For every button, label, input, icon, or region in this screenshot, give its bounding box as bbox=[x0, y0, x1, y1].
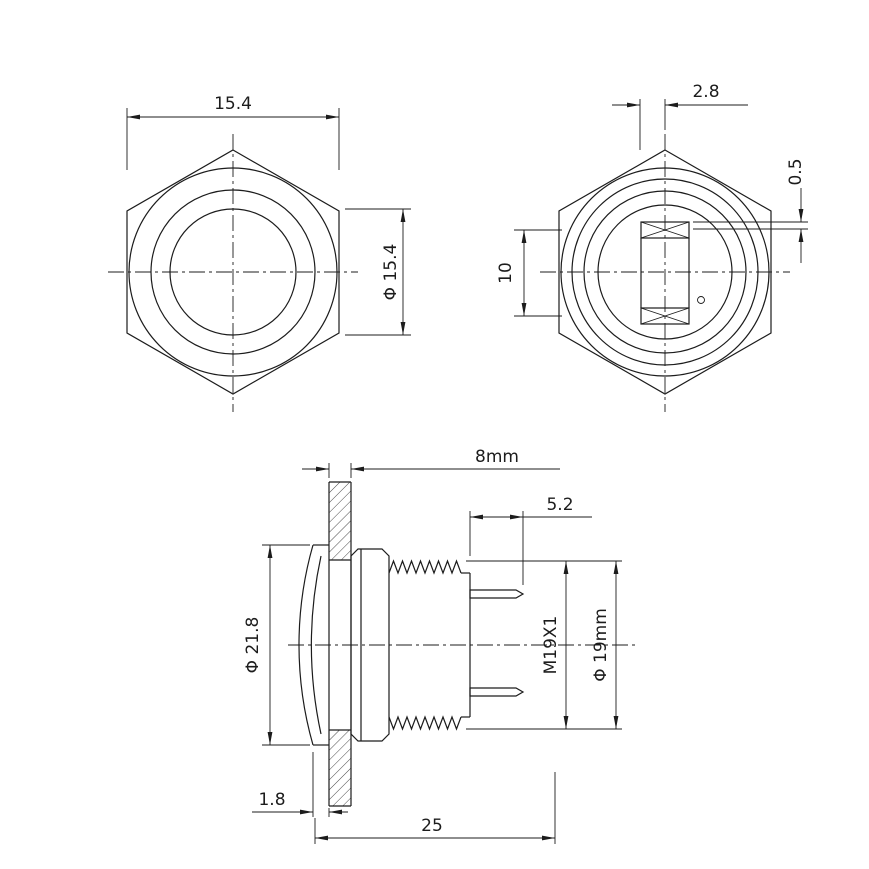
dim-thread: M19X1 bbox=[466, 560, 622, 730]
dim-body-diameter: Φ 19mm bbox=[591, 561, 619, 729]
dim-rear-thickness: 0.5 bbox=[693, 158, 808, 263]
rear-hex-bezel bbox=[558, 149, 772, 395]
front-ring-circle bbox=[150, 189, 316, 355]
dim-front-width: 15.4 bbox=[126, 94, 340, 170]
dim-body-diameter-label: Φ 19mm bbox=[591, 608, 611, 682]
dim-bezel-height: 1.8 bbox=[252, 752, 348, 817]
terminal-top bbox=[640, 221, 690, 239]
rear-centerlines bbox=[540, 134, 790, 412]
front-view: 15.4 Φ 15.4 bbox=[108, 94, 411, 412]
front-outer-circle bbox=[128, 167, 338, 377]
dim-overall-length-label: 25 bbox=[421, 816, 443, 836]
dim-pin-length-label: 5.2 bbox=[546, 495, 573, 515]
dim-rear-spacing: 10 bbox=[496, 229, 562, 317]
rear-housing-circle-1 bbox=[571, 178, 759, 366]
dim-rear-spacing-label: 10 bbox=[496, 262, 516, 284]
dim-rear-thickness-label: 0.5 bbox=[786, 158, 806, 185]
rear-terminal-block bbox=[640, 221, 705, 325]
dim-bezel-height-label: 1.8 bbox=[258, 790, 285, 810]
front-button-circle bbox=[169, 208, 297, 336]
dim-head-diameter: Φ 21.8 bbox=[243, 544, 310, 746]
dim-rear-offset-label: 2.8 bbox=[692, 82, 719, 102]
dim-front-diameter-label: Φ 15.4 bbox=[381, 244, 401, 301]
dim-thread-label: M19X1 bbox=[541, 616, 561, 675]
dim-overall-length: 25 bbox=[314, 772, 556, 844]
side-view: 8mm 5.2 Φ 21.8 M19X1 Φ 19mm bbox=[243, 447, 638, 844]
dim-panel-thickness-label: 8mm bbox=[475, 447, 519, 467]
terminal-bottom bbox=[640, 307, 690, 325]
dim-pin-length: 5.2 bbox=[469, 495, 592, 585]
panel-hatch-top bbox=[329, 482, 351, 560]
dim-front-width-label: 15.4 bbox=[214, 94, 252, 114]
dim-panel-thickness: 8mm bbox=[302, 447, 560, 478]
panel-hatch-bottom bbox=[329, 730, 351, 806]
indicator-dot bbox=[697, 296, 705, 304]
front-centerlines bbox=[108, 134, 358, 412]
front-hex-bezel bbox=[126, 149, 340, 395]
rear-housing-circle-3 bbox=[597, 204, 733, 340]
mounting-panel bbox=[328, 481, 352, 807]
hex-nut bbox=[350, 548, 390, 742]
rear-view: 2.8 0.5 10 bbox=[496, 82, 808, 412]
button-dome-inner-arc bbox=[310, 555, 322, 735]
rear-housing-circle-2 bbox=[583, 190, 747, 354]
terminal-pin-bottom bbox=[469, 687, 525, 697]
button-head bbox=[298, 544, 329, 746]
dim-rear-offset: 2.8 bbox=[612, 82, 748, 150]
dim-front-diameter: Φ 15.4 bbox=[345, 208, 411, 336]
dim-head-diameter-label: Φ 21.8 bbox=[243, 617, 263, 674]
rear-outer-circle bbox=[560, 167, 770, 377]
button-dome-profile bbox=[298, 544, 314, 746]
terminal-pin-top bbox=[469, 589, 525, 599]
